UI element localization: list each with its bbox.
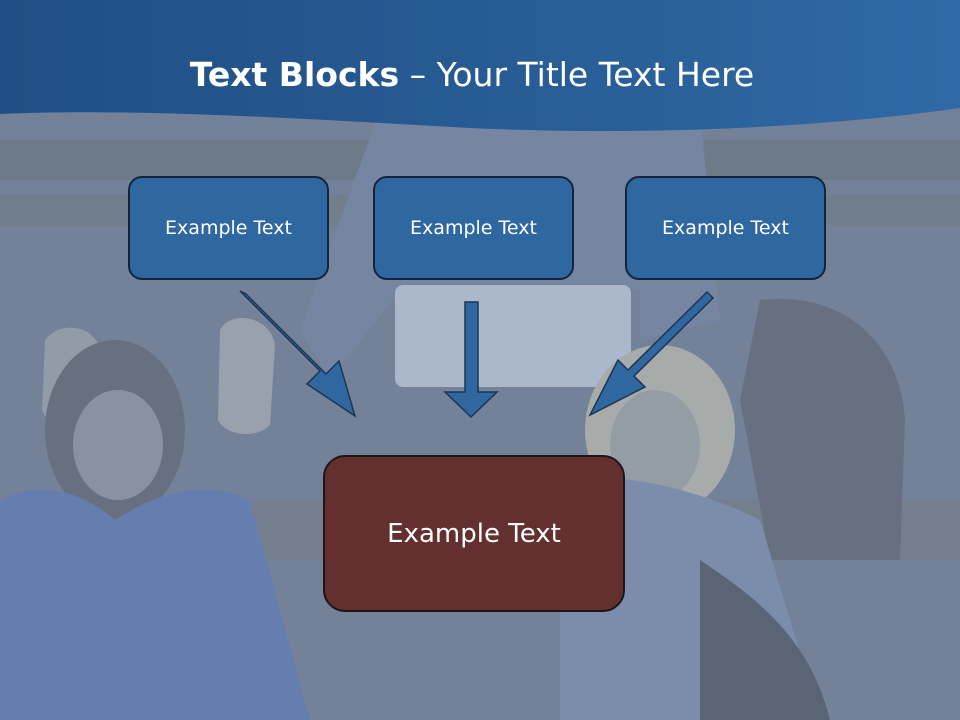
slide-title: Text Blocks – Your Title Text Here (0, 55, 944, 94)
main-text-block-label: Example Text (387, 518, 561, 549)
text-block-3-label: Example Text (662, 217, 789, 239)
title-rest: Your Title Text Here (436, 55, 755, 94)
title-bold: Text Blocks (189, 55, 400, 94)
main-text-block[interactable]: Example Text (323, 455, 625, 612)
title-separator: – (399, 55, 437, 94)
text-block-1[interactable]: Example Text (128, 176, 329, 280)
text-block-1-label: Example Text (165, 217, 292, 239)
header-banner (0, 0, 960, 132)
text-block-2[interactable]: Example Text (373, 176, 574, 280)
text-block-2-label: Example Text (410, 217, 537, 239)
text-block-3[interactable]: Example Text (625, 176, 826, 280)
